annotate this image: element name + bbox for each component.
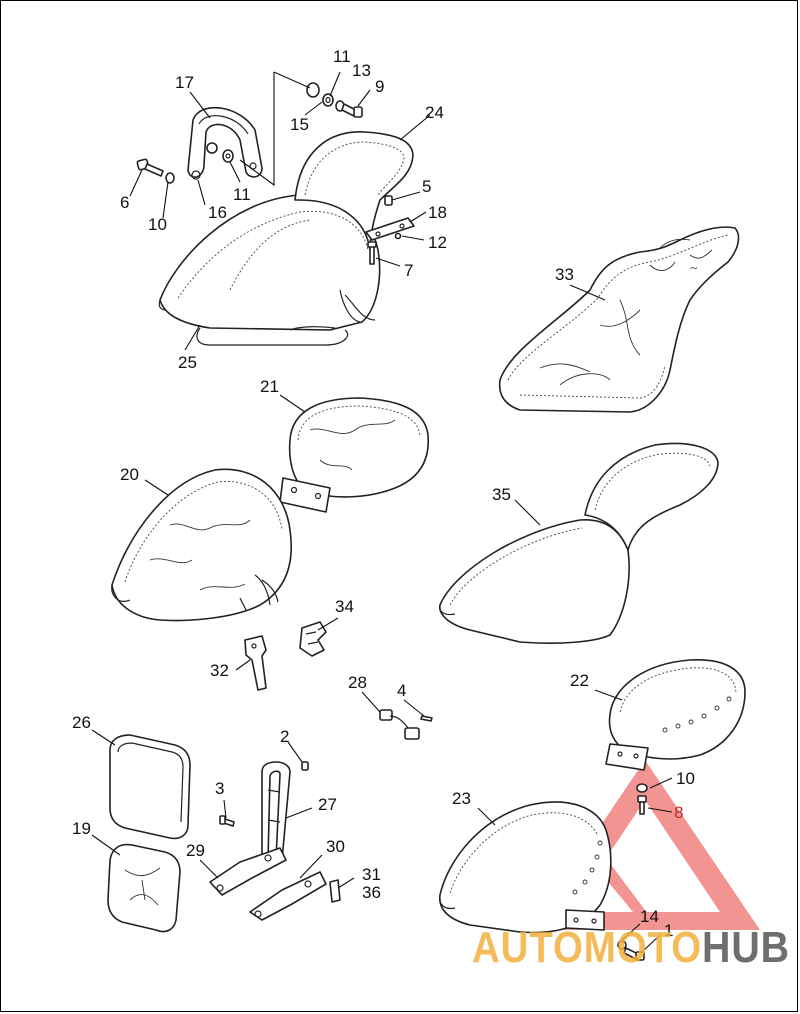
callout-11: 11 <box>333 47 351 66</box>
callout-21: 21 <box>260 377 279 396</box>
callout-1: 1 <box>664 921 673 940</box>
callout-35: 35 <box>492 485 511 504</box>
callout-19: 19 <box>72 819 91 838</box>
part-35-plain-seat <box>439 442 719 644</box>
watermark-brand: AUTOMOTO HUB <box>472 923 790 972</box>
callout-22: 22 <box>570 671 589 690</box>
part-34-bracket <box>299 621 327 657</box>
part-27-sissy-bar <box>261 761 291 861</box>
seat-33-emblem-icon: ~ <box>690 260 697 275</box>
callout-32: 32 <box>210 661 229 680</box>
callout-31: 31 <box>362 865 381 884</box>
callout-20: 20 <box>120 465 139 484</box>
hardware-group-top <box>306 82 363 118</box>
callout-14: 14 <box>640 907 659 926</box>
part-33-patterned-seat: ~ <box>498 226 740 413</box>
callout-33: 33 <box>555 265 574 284</box>
callout-9: 9 <box>375 77 384 96</box>
part-23-studded-seat <box>439 801 612 934</box>
callout-17: 17 <box>175 73 194 92</box>
part-31-36-plate <box>329 879 341 903</box>
hardware-group-right <box>365 195 415 265</box>
callout-3: 3 <box>215 779 224 798</box>
callout-15: 15 <box>290 115 309 134</box>
callout-36: 36 <box>362 883 381 902</box>
callout-24: 24 <box>425 103 444 122</box>
callout-23: 23 <box>452 789 471 808</box>
callout-27: 27 <box>318 795 337 814</box>
callout-4: 4 <box>397 681 406 700</box>
callout-8: 8 <box>674 803 683 822</box>
callout-29: 29 <box>186 841 205 860</box>
part-26-backrest-pad <box>109 734 191 840</box>
part-4-screw <box>420 715 433 722</box>
part-30-side-plate <box>249 871 327 921</box>
hardware-group-seat-23 <box>617 940 645 961</box>
callout-30: 30 <box>326 837 345 856</box>
hardware-group-left <box>136 142 234 184</box>
part-28-cable <box>379 709 420 740</box>
part-19-backrest-cover <box>107 843 181 933</box>
part-29-side-plate <box>209 847 287 896</box>
callout-34: 34 <box>335 597 354 616</box>
callout-10: 10 <box>148 215 167 234</box>
part-17-grab-strap <box>187 106 263 180</box>
callout-6: 6 <box>120 193 129 212</box>
callout-7: 7 <box>404 261 413 280</box>
leader-lines <box>91 71 673 953</box>
part-32-strap <box>244 635 267 691</box>
part-3-screw <box>219 815 235 827</box>
callout-12: 12 <box>428 233 447 252</box>
part-20-solo-seat <box>111 468 292 622</box>
part-21-pillion-pad <box>279 397 430 513</box>
callout-numbers: 11 13 9 17 15 24 6 10 16 11 5 18 12 7 33… <box>72 47 695 940</box>
callout-28: 28 <box>348 673 367 692</box>
callout-16: 16 <box>208 203 227 222</box>
watermark-brand-part2: HUB <box>702 923 790 972</box>
callout-5: 5 <box>422 177 431 196</box>
callout-13: 13 <box>352 61 371 80</box>
part-25-seat <box>158 131 414 346</box>
callout-11-lower: 11 <box>233 185 251 204</box>
watermark-brand-part1: AUTOMOTO <box>472 923 702 972</box>
callout-10-pillion: 10 <box>676 769 695 788</box>
callout-18: 18 <box>428 203 447 222</box>
callout-26: 26 <box>72 713 91 732</box>
part-2-screw <box>301 761 309 771</box>
hardware-group-pillion <box>636 783 648 815</box>
callout-2: 2 <box>280 727 289 746</box>
part-22-studded-pillion <box>605 659 746 771</box>
callout-25: 25 <box>178 353 197 372</box>
